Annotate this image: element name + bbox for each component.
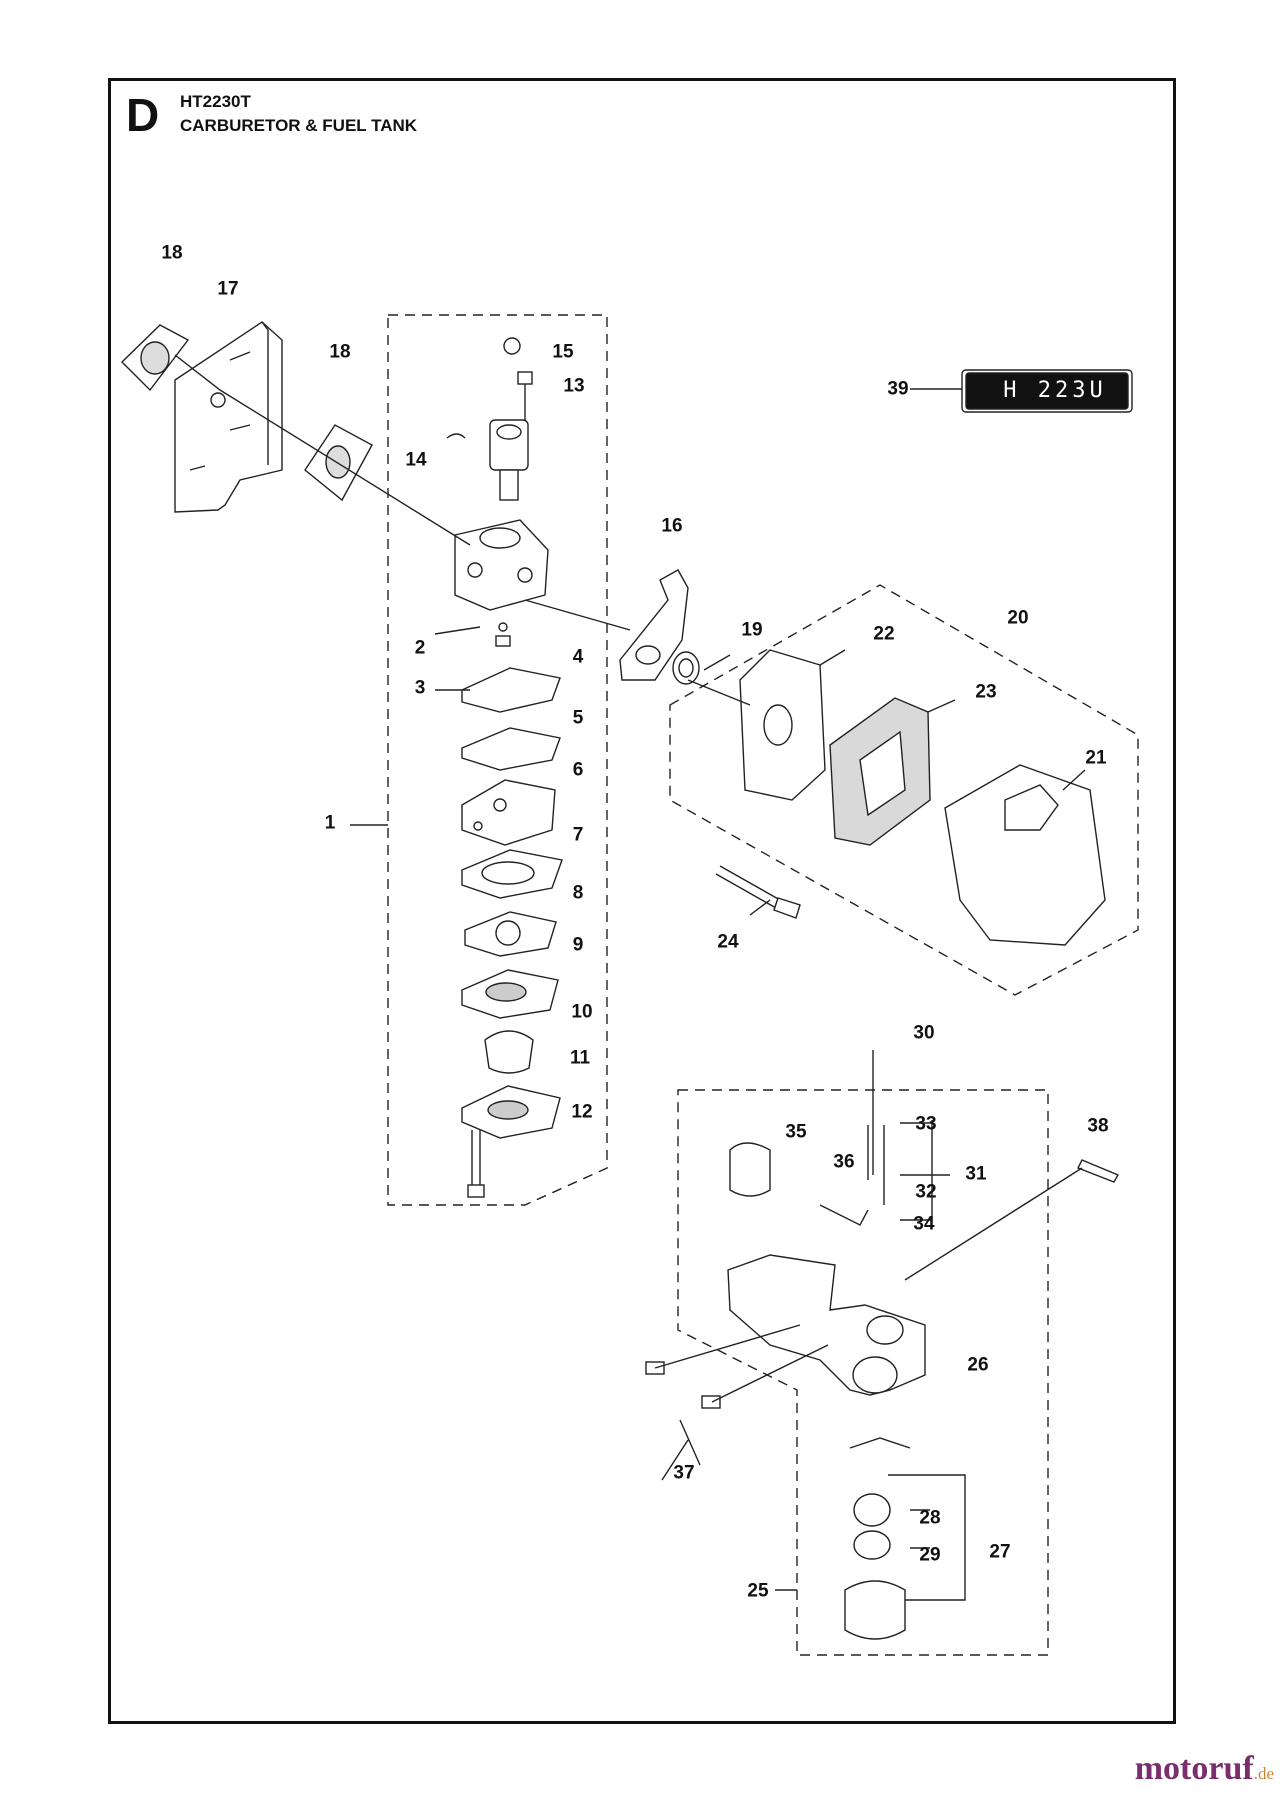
callout-6: 6 [572, 759, 584, 781]
decal-plate [965, 372, 1129, 410]
air-filter-base [739, 649, 826, 801]
section-title: CARBURETOR & FUEL TANK [180, 116, 418, 135]
air-filter-group-outline [669, 584, 1139, 996]
callout-11: 11 [569, 1047, 591, 1069]
primer-bulb [484, 1030, 534, 1074]
carburetor-body [454, 519, 549, 611]
callout-27: 27 [989, 1541, 1011, 1563]
callout-28: 28 [919, 1507, 941, 1529]
diagram-frame [108, 78, 1176, 1724]
callout-29: 29 [919, 1544, 941, 1566]
callout-17: 17 [217, 278, 239, 300]
callout-35: 35 [785, 1121, 807, 1143]
callout-25: 25 [747, 1580, 769, 1602]
callout-32: 32 [915, 1181, 937, 1203]
part-5 [461, 727, 561, 771]
watermark-suffix: .de [1253, 1764, 1274, 1783]
callout-22: 22 [873, 623, 895, 645]
seal-ring [672, 651, 700, 685]
callout-21: 21 [1085, 747, 1107, 769]
callout-34: 34 [913, 1213, 935, 1235]
part-4 [461, 667, 561, 713]
callout-18a: 18 [161, 242, 183, 264]
callout-20: 20 [1007, 607, 1029, 629]
watermark: motoruf.de [1135, 1750, 1274, 1788]
callout-1: 1 [324, 812, 336, 834]
callout-30: 30 [913, 1022, 935, 1044]
callout-15: 15 [552, 341, 574, 363]
callout-7: 7 [572, 824, 584, 846]
callout-23: 23 [975, 681, 997, 703]
fuel-tank-group-outline [677, 1089, 1049, 1656]
part-7 [461, 849, 563, 899]
callout-9: 9 [572, 934, 584, 956]
callout-26: 26 [967, 1354, 989, 1376]
part-6 [461, 779, 556, 846]
callout-24: 24 [717, 931, 739, 953]
callout-38: 38 [1087, 1115, 1109, 1137]
callout-39: 39 [887, 378, 909, 400]
part-8 [464, 911, 557, 957]
callout-10: 10 [571, 1001, 593, 1023]
model-name: HT2230T [180, 92, 251, 111]
callout-3: 3 [414, 677, 426, 699]
section-letter: D [126, 89, 160, 141]
fuel-tank [727, 1254, 926, 1396]
callout-2: 2 [414, 637, 426, 659]
callout-16: 16 [661, 515, 683, 537]
carburetor-group-outline [387, 314, 608, 1206]
callout-12: 12 [571, 1101, 593, 1123]
fuel-cap [844, 1580, 906, 1640]
callout-4: 4 [572, 646, 584, 668]
callout-14: 14 [405, 449, 427, 471]
decal-text: H 223U [1003, 378, 1107, 403]
callout-13: 13 [563, 375, 585, 397]
callout-33: 33 [915, 1113, 937, 1135]
air-filter-cover [944, 764, 1106, 946]
callout-31: 31 [965, 1163, 987, 1185]
insulator-plate [174, 321, 283, 513]
callout-8: 8 [572, 882, 584, 904]
callout-36: 36 [833, 1151, 855, 1173]
watermark-brand: motoruf [1134, 1750, 1254, 1787]
callout-37: 37 [673, 1462, 695, 1484]
callout-18b: 18 [329, 341, 351, 363]
callout-19: 19 [741, 619, 763, 641]
callout-5: 5 [572, 707, 584, 729]
